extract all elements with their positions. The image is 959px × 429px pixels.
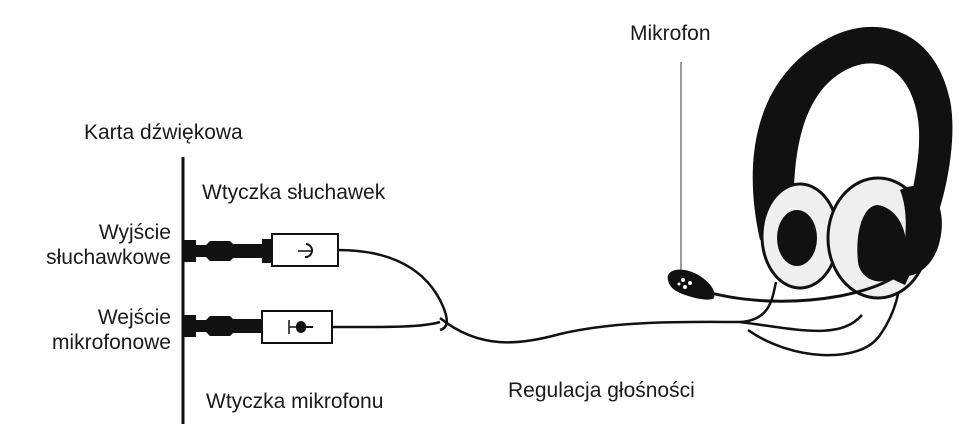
microphone-plug-icon: [184, 310, 333, 344]
label-headphone-output-line1: Wyjście: [98, 221, 171, 244]
cables: [331, 248, 902, 357]
label-microphone-input: Wejście mikrofonowe: [52, 305, 171, 355]
label-sound-card: Karta dźwiękowa: [84, 121, 243, 144]
label-microphone-plug: Wtyczka mikrofonu: [206, 390, 384, 413]
label-microphone-input-line1: Wejście: [97, 306, 171, 329]
headphone-plug-icon: [184, 233, 339, 267]
label-microphone-input-line2: mikrofonowe: [51, 331, 171, 354]
headset-icon: [667, 26, 953, 303]
label-volume-control: Regulacja głośności: [508, 379, 695, 402]
label-microphone: Mikrofon: [630, 22, 711, 45]
label-headphone-output: Wyjście słuchawkowe: [46, 220, 171, 270]
label-headphone-output-line2: słuchawkowe: [46, 246, 171, 269]
label-headphone-plug: Wtyczka słuchawek: [202, 181, 386, 204]
